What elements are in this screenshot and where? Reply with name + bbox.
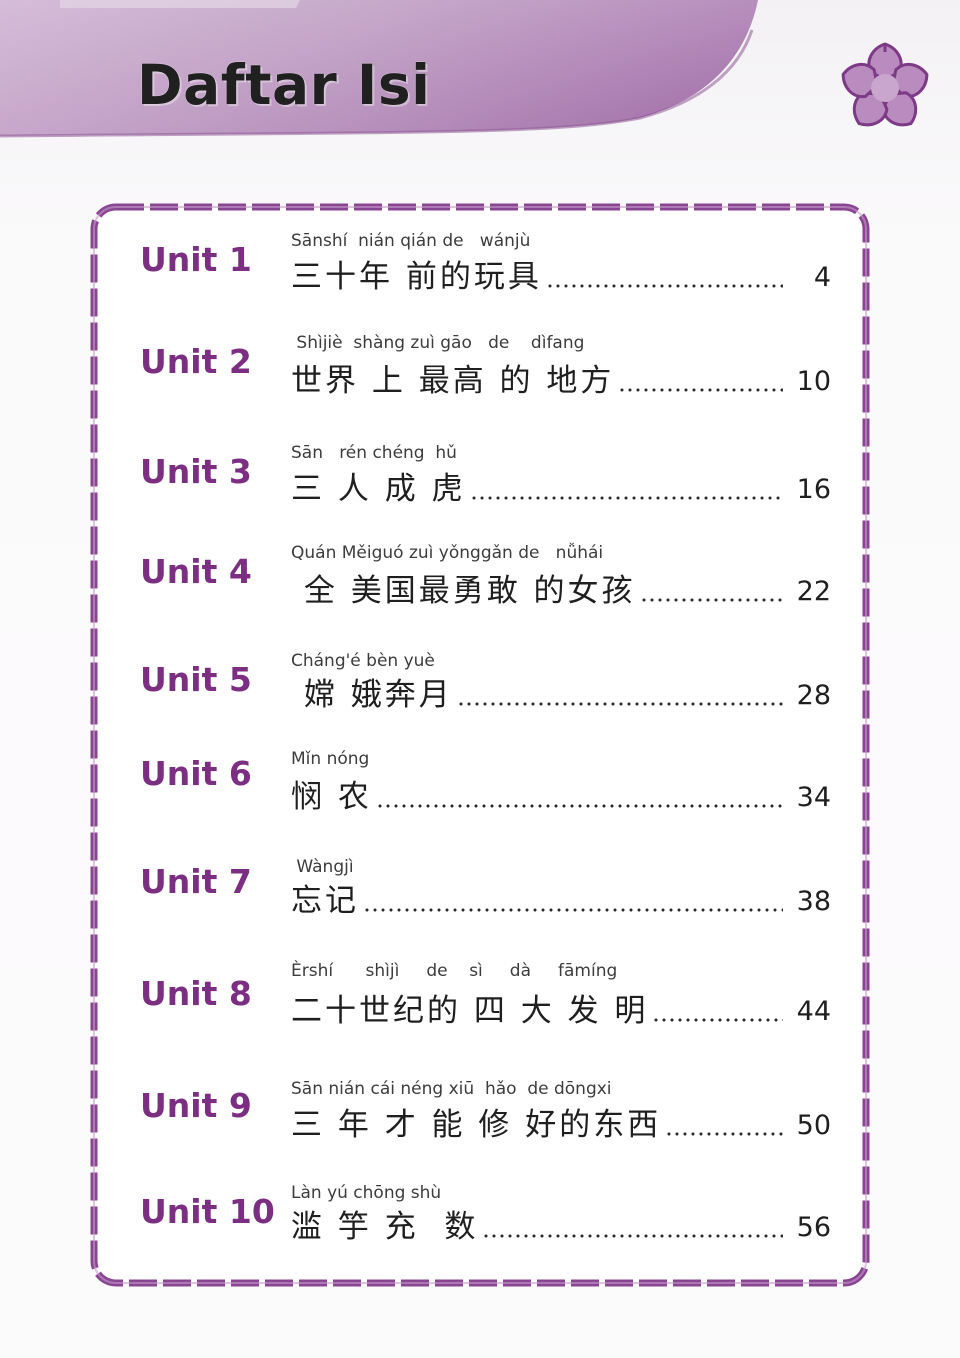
page-number: 50 (796, 1110, 831, 1141)
page-number: 28 (796, 680, 831, 711)
unit-label: Unit 4 (140, 552, 252, 591)
unit-label: Unit 10 (140, 1192, 275, 1231)
pinyin-line: Sānshí nián qián de wánjù (291, 231, 531, 251)
title-line: 三 年 才 能 修 好的东西 50 (291, 1104, 831, 1144)
title-line: 世界 上 最高 的 地方 10 (291, 360, 831, 400)
toc-entry-unit-9[interactable]: Unit 9 Sān nián cái néng xiū hǎo de dōng… (0, 1078, 960, 1168)
pinyin-line: Shìjiè shàng zuì gāo de dìfang (291, 333, 585, 353)
title-line: 忘记 38 (291, 880, 831, 920)
pinyin-line: Sān rén chéng hǔ (291, 443, 457, 463)
unit-label: Unit 1 (140, 240, 252, 279)
page-number: 56 (796, 1212, 831, 1243)
page-number: 44 (796, 996, 831, 1027)
chapter-title: 嫦 娥奔月 (291, 677, 453, 713)
chapter-title: 悯 农 (291, 779, 372, 815)
toc-entry-unit-10[interactable]: Unit 10 Làn yú chōng shù 滥 竽 充 数 56 (0, 1182, 960, 1272)
chapter-title: 三 人 成 虎 (291, 471, 466, 507)
chapter-title: 忘记 (291, 883, 359, 919)
toc-entry-unit-5[interactable]: Unit 5 Cháng'é bèn yuè 嫦 娥奔月 28 (0, 651, 960, 742)
pinyin-line: Cháng'é bèn yuè (291, 651, 435, 671)
pinyin-line: Quán Měiguó zuì yǒnggǎn de nǚhái (291, 543, 604, 563)
dot-leader (482, 1234, 783, 1238)
unit-label: Unit 5 (140, 660, 252, 699)
title-line: 全 美国最勇敢 的女孩 22 (291, 570, 831, 610)
chapter-title: 全 美国最勇敢 的女孩 (291, 573, 636, 609)
title-line: 三 人 成 虎 16 (291, 468, 831, 508)
toc-entry-unit-2[interactable]: Unit 2 Shìjiè shàng zuì gāo de dìfang 世界… (0, 333, 960, 424)
pinyin-line: Làn yú chōng shù (291, 1183, 442, 1203)
title-line: 嫦 娥奔月 28 (291, 674, 831, 714)
toc-frame (90, 203, 870, 1287)
pinyin-line: Sān nián cái néng xiū hǎo de dōngxi (291, 1079, 612, 1099)
page-title: Daftar Isi (137, 53, 431, 117)
chapter-title: 三十年 前的玩具 (291, 259, 542, 295)
chapter-title: 二十世纪的 四 大 发 明 (291, 993, 649, 1029)
page-number: 38 (796, 886, 831, 917)
chapter-title: 世界 上 最高 的 地方 (291, 363, 615, 399)
chapter-title: 滥 竽 充 数 (291, 1209, 479, 1245)
pinyin-line: Wàngjì (291, 857, 354, 877)
title-line: 悯 农 34 (291, 776, 831, 816)
unit-label: Unit 2 (140, 342, 252, 381)
dot-leader (469, 496, 783, 500)
flower-icon (841, 42, 929, 127)
unit-label: Unit 7 (140, 862, 252, 901)
toc-entry-unit-4[interactable]: Unit 4 Quán Měiguó zuì yǒnggǎn de nǚhái … (0, 543, 960, 634)
dot-leader (652, 1018, 783, 1022)
toc-entry-unit-3[interactable]: Unit 3 Sān rén chéng hǔ 三 人 成 虎 16 (0, 443, 960, 534)
dot-leader (456, 702, 783, 706)
toc-entry-unit-7[interactable]: Unit 7 Wàngjì 忘记 38 (0, 857, 960, 948)
unit-label: Unit 9 (140, 1086, 252, 1125)
toc-entry-unit-8[interactable]: Unit 8 Èrshí shìjì de sì dà fāmíng 二十世纪的… (0, 961, 960, 1052)
chapter-title: 三 年 才 能 修 好的东西 (291, 1107, 662, 1143)
page-number: 4 (813, 262, 831, 293)
title-line: 滥 竽 充 数 56 (291, 1206, 831, 1246)
title-line: 二十世纪的 四 大 发 明 44 (291, 990, 831, 1030)
dot-leader (363, 908, 783, 912)
dot-leader (639, 598, 783, 602)
title-line: 三十年 前的玩具 4 (291, 256, 831, 296)
pinyin-line: Mǐn nóng (291, 749, 370, 769)
dot-leader (545, 284, 783, 288)
page-number: 10 (796, 366, 831, 397)
dot-leader (665, 1132, 783, 1136)
toc-entry-unit-6[interactable]: Unit 6 Mǐn nóng 悯 农 34 (0, 749, 960, 840)
toc-entry-unit-1[interactable]: Unit 1 Sānshí nián qián de wánjù 三十年 前的玩… (0, 231, 960, 322)
unit-label: Unit 8 (140, 974, 252, 1013)
unit-label: Unit 6 (140, 754, 252, 793)
pinyin-line: Èrshí shìjì de sì dà fāmíng (291, 961, 618, 981)
dot-leader (375, 804, 783, 808)
dot-leader (618, 388, 783, 392)
page-number: 22 (796, 576, 831, 607)
page-number: 34 (796, 782, 831, 813)
page-number: 16 (796, 474, 831, 505)
header-band (0, 0, 758, 138)
unit-label: Unit 3 (140, 452, 252, 491)
